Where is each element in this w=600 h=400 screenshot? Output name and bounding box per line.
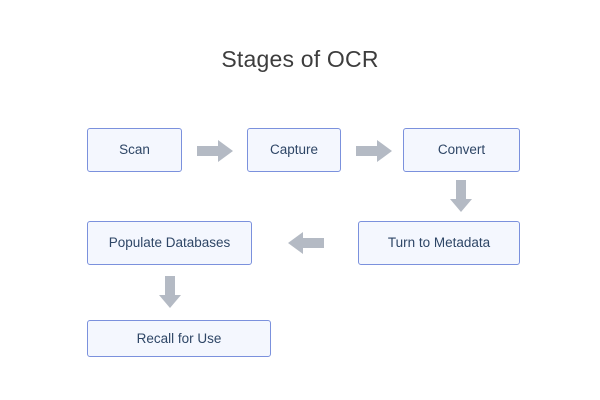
- node-recall-for-use-label: Recall for Use: [136, 330, 222, 346]
- node-populate-databases-label: Populate Databases: [108, 235, 231, 251]
- node-scan[interactable]: Scan: [87, 128, 182, 172]
- node-scan-label: Scan: [119, 142, 150, 158]
- arrow-left-metadata-to-populate: [288, 232, 324, 254]
- node-convert-label: Convert: [437, 142, 486, 158]
- node-capture[interactable]: Capture: [247, 128, 341, 172]
- arrow-right-scan-to-capture: [197, 140, 233, 162]
- arrow-down-populate-to-recall: [159, 276, 181, 308]
- node-capture-label: Capture: [269, 142, 319, 158]
- arrow-right-capture-to-convert: [356, 140, 392, 162]
- node-recall-for-use[interactable]: Recall for Use: [87, 320, 271, 357]
- node-turn-to-metadata-label: Turn to Metadata: [387, 235, 491, 251]
- arrow-down-convert-to-metadata: [450, 180, 472, 212]
- node-convert[interactable]: Convert: [403, 128, 520, 172]
- page-title: Stages of OCR: [221, 46, 379, 72]
- node-populate-databases[interactable]: Populate Databases: [87, 221, 252, 265]
- node-turn-to-metadata[interactable]: Turn to Metadata: [358, 221, 520, 265]
